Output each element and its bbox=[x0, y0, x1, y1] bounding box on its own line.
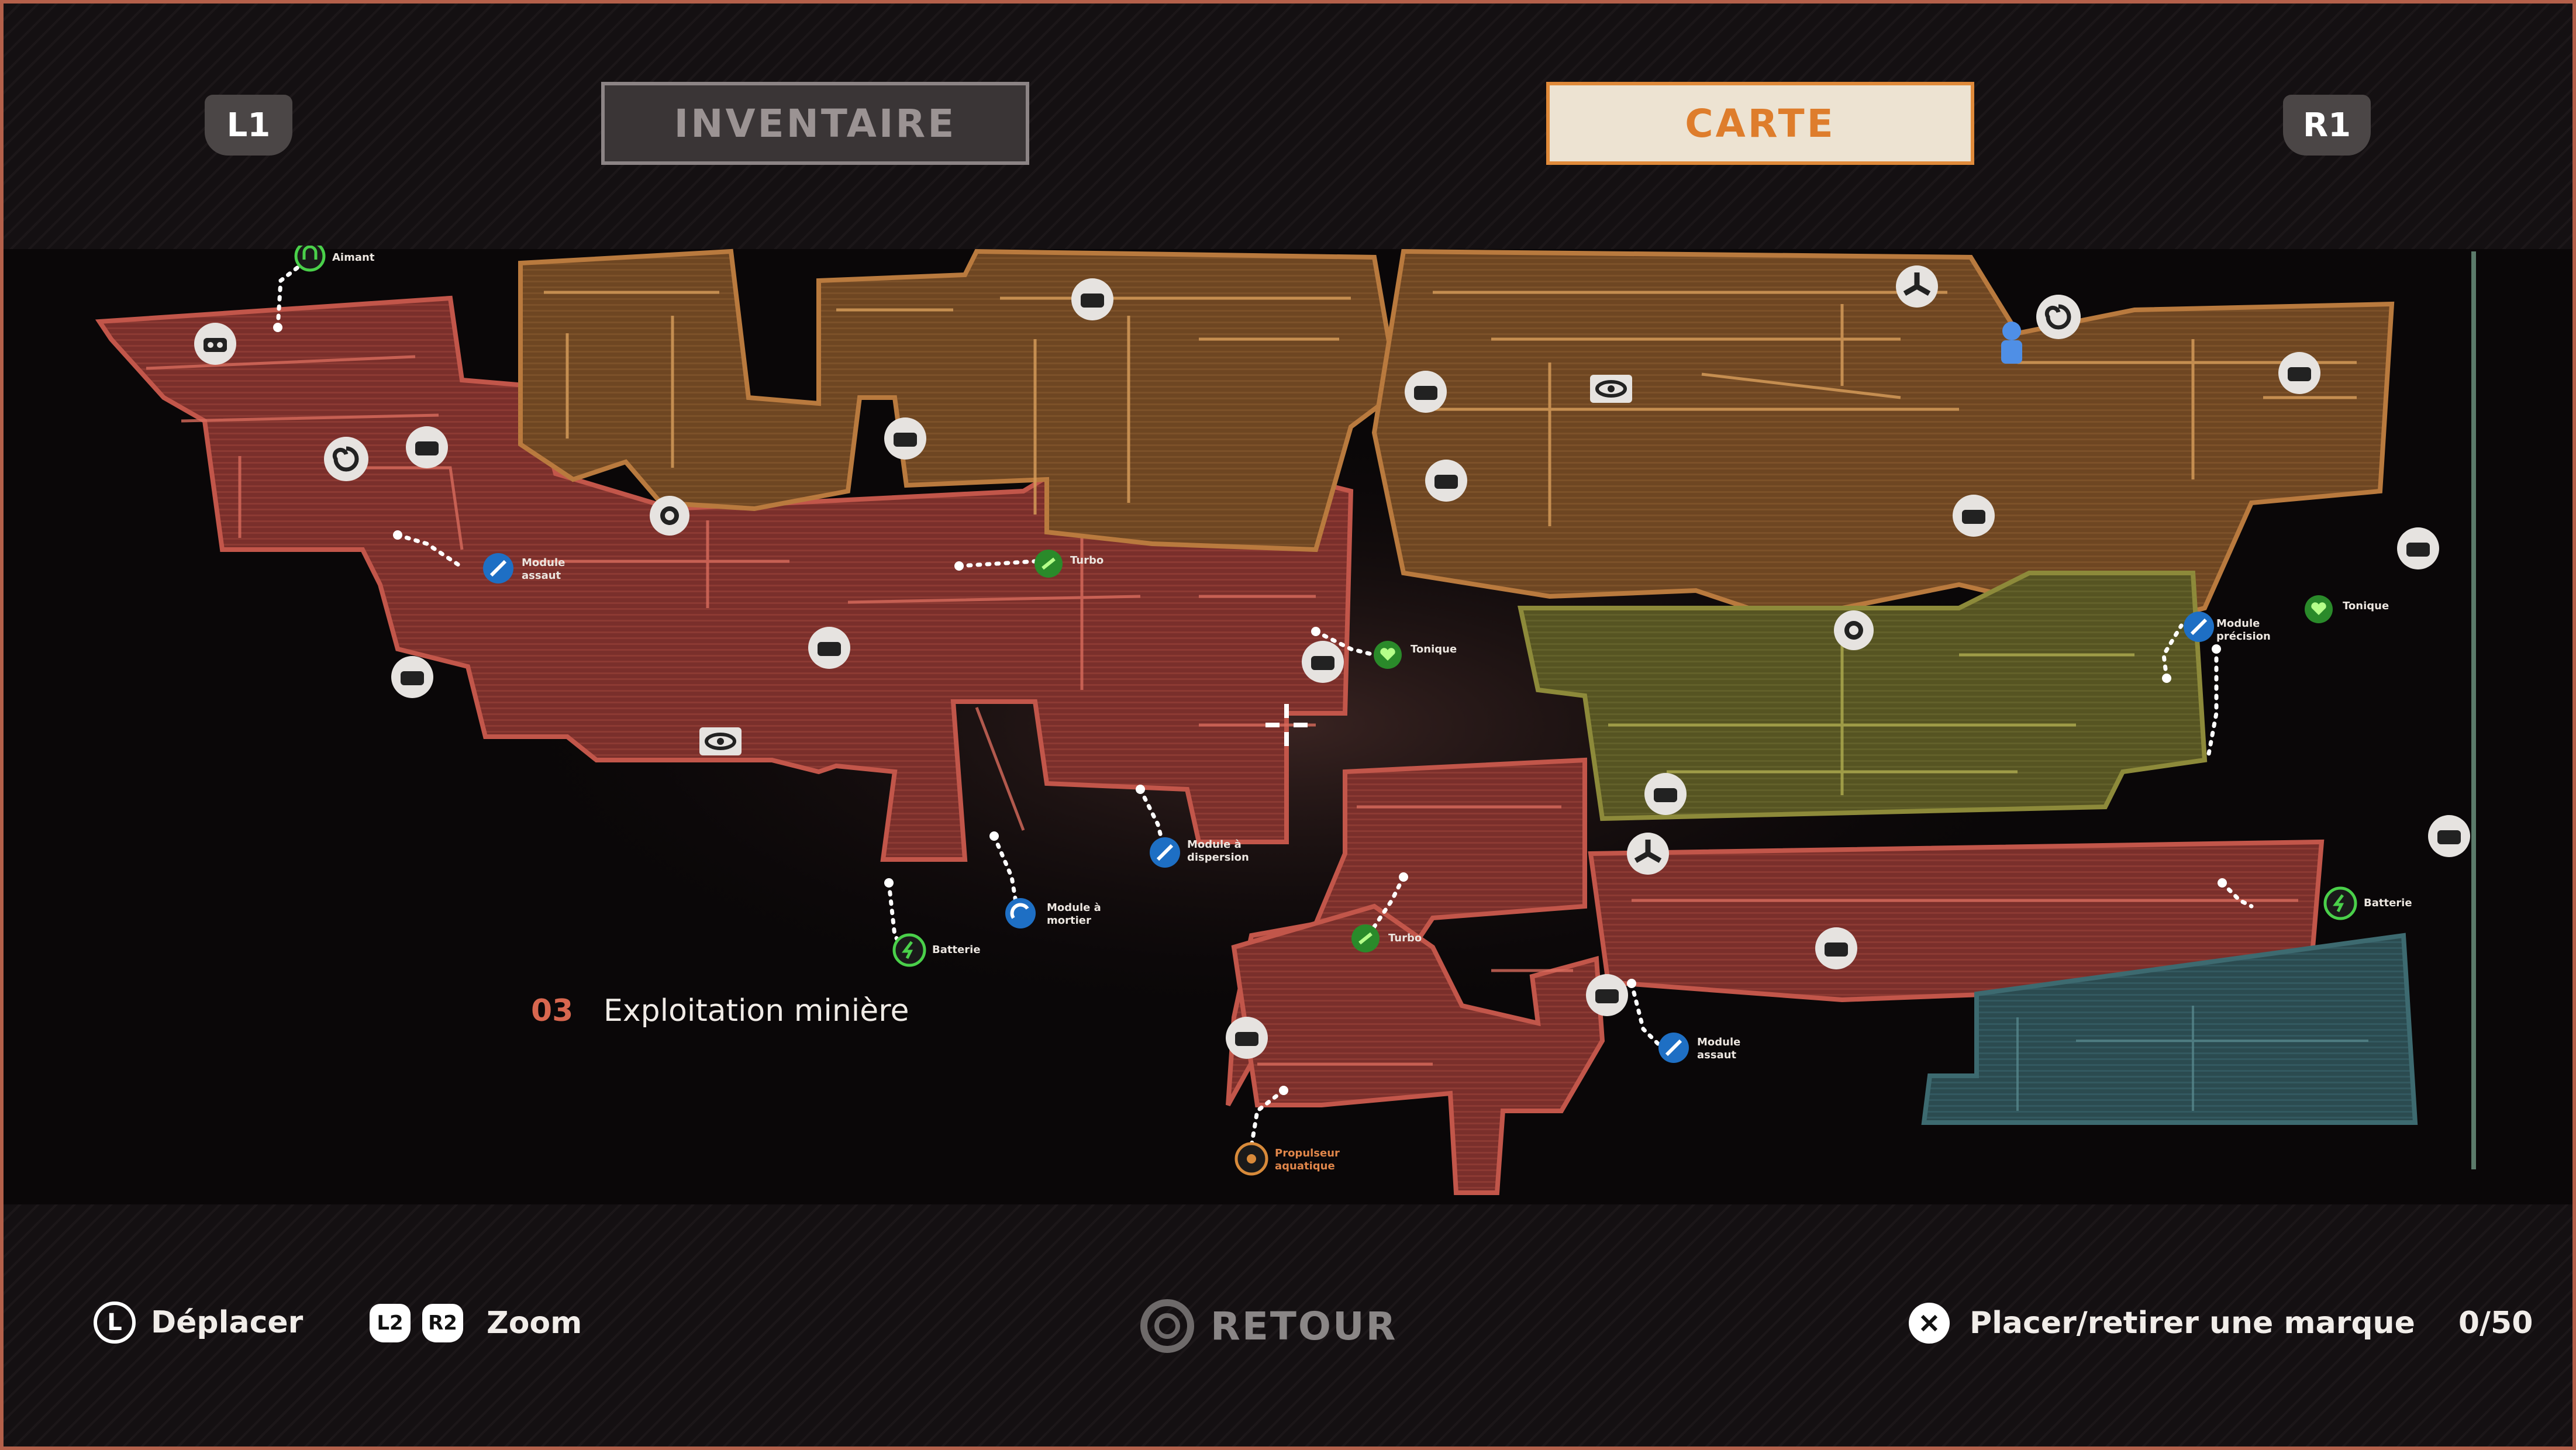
heart-item-icon[interactable] bbox=[1374, 641, 1402, 669]
label-tonique-2: Tonique bbox=[2343, 600, 2389, 612]
station-icon bbox=[391, 656, 433, 698]
label-batterie-1: Batterie bbox=[932, 944, 981, 956]
station-icon bbox=[1586, 974, 1628, 1016]
label-aimant: Aimant bbox=[332, 251, 375, 264]
map-canvas[interactable]: Aimant Module assaut Turbo Tonique Modul… bbox=[88, 246, 2480, 1210]
gear-icon[interactable] bbox=[650, 496, 689, 536]
label-batterie-2: Batterie bbox=[2364, 897, 2412, 909]
station-icon bbox=[1405, 371, 1447, 413]
station-icon bbox=[808, 627, 850, 669]
station-icon bbox=[406, 426, 448, 468]
r2-icon: R2 bbox=[422, 1304, 463, 1342]
label-module-assaut-1b: assaut bbox=[522, 569, 561, 582]
move-control: L Déplacer bbox=[94, 1301, 303, 1344]
label-module-assaut-2a: Module bbox=[1697, 1036, 1740, 1048]
zone-teal bbox=[1921, 933, 2418, 1125]
label-tonique-1: Tonique bbox=[1411, 643, 1457, 655]
station-icon bbox=[1425, 460, 1467, 502]
label-module-assaut-2b: assaut bbox=[1697, 1049, 1737, 1061]
station-icon bbox=[1071, 278, 1113, 320]
module-item-icon[interactable] bbox=[483, 553, 513, 584]
label-module-mortier-a: Module à bbox=[1047, 902, 1101, 914]
cross-button-icon bbox=[1909, 1303, 1950, 1344]
station-icon bbox=[884, 417, 926, 460]
station-icon bbox=[1815, 927, 1857, 969]
save-station-icons[interactable] bbox=[194, 278, 2470, 1059]
station-icon bbox=[1644, 773, 1687, 815]
region-number: 03 bbox=[531, 993, 573, 1028]
label-propulseur-b: aquatique bbox=[1275, 1160, 1335, 1172]
battery-item-icon[interactable] bbox=[892, 933, 926, 967]
pickup-dots bbox=[273, 323, 2227, 1095]
mortar-item-icon[interactable] bbox=[1005, 898, 1036, 928]
label-propulseur-a: Propulseur bbox=[1275, 1147, 1340, 1159]
turbo-item-icon[interactable] bbox=[1034, 550, 1063, 578]
zoom-control: L2 R2 Zoom bbox=[370, 1304, 582, 1342]
back-button[interactable]: RETOUR bbox=[1140, 1299, 1397, 1353]
turbo-item-icon[interactable] bbox=[1351, 924, 1380, 952]
label-module-assaut-1a: Module bbox=[522, 557, 565, 569]
gear-icon[interactable] bbox=[1834, 610, 1874, 650]
water-propulsor-item-icon[interactable] bbox=[1234, 1142, 1268, 1176]
zoom-label: Zoom bbox=[487, 1306, 582, 1341]
marker-label: Placer/retirer une marque bbox=[1970, 1306, 2415, 1341]
label-turbo-1: Turbo bbox=[1070, 554, 1103, 567]
r1-button[interactable]: R1 bbox=[2283, 95, 2371, 156]
cursor-crosshair-icon bbox=[1265, 704, 1308, 746]
l2-icon: L2 bbox=[370, 1304, 411, 1342]
station-icon bbox=[2278, 352, 2320, 394]
station-icon bbox=[194, 323, 236, 365]
zone-red-detail bbox=[146, 355, 2298, 1066]
zone-teal-detail bbox=[2016, 1006, 2368, 1111]
zone-olive bbox=[1518, 571, 2208, 821]
region-name: Exploitation minière bbox=[604, 993, 909, 1028]
label-module-dispersion-a: Module à bbox=[1187, 838, 1242, 851]
left-stick-icon: L bbox=[94, 1301, 136, 1344]
eye-icon[interactable] bbox=[699, 727, 742, 755]
label-module-dispersion-b: dispersion bbox=[1187, 851, 1249, 864]
eye-icon[interactable] bbox=[1590, 375, 1632, 403]
fan-icon[interactable] bbox=[1627, 833, 1669, 875]
marker-control[interactable]: Placer/retirer une marque 0/50 bbox=[1909, 1303, 2533, 1344]
station-icon bbox=[1226, 1017, 1268, 1059]
header-background bbox=[4, 4, 2572, 249]
fan-icon[interactable] bbox=[1896, 265, 1938, 308]
heart-item-icon[interactable] bbox=[2305, 595, 2333, 623]
station-icon bbox=[1302, 641, 1344, 683]
tab-inventaire[interactable]: INVENTAIRE bbox=[601, 82, 1029, 165]
station-icon bbox=[2428, 815, 2470, 857]
spiral-icon[interactable] bbox=[2036, 295, 2081, 339]
marker-count: 0/50 bbox=[2458, 1306, 2533, 1341]
module-item-icon[interactable] bbox=[2184, 612, 2214, 642]
circle-button-icon bbox=[1140, 1299, 1194, 1353]
zone-orange-detail bbox=[544, 291, 2357, 526]
back-label: RETOUR bbox=[1211, 1303, 1398, 1349]
player-marker-icon bbox=[2001, 322, 2022, 364]
label-module-precision-b: précision bbox=[2216, 630, 2271, 643]
label-turbo-2: Turbo bbox=[1388, 932, 1422, 944]
magnet-item-icon[interactable] bbox=[294, 246, 326, 272]
module-item-icon[interactable] bbox=[1658, 1033, 1689, 1063]
label-module-mortier-b: mortier bbox=[1047, 914, 1091, 927]
station-icon bbox=[1953, 495, 1995, 537]
zone-olive-detail bbox=[1608, 631, 2134, 795]
tab-carte[interactable]: CARTE bbox=[1546, 82, 1974, 165]
label-module-precision-a: Module bbox=[2216, 617, 2260, 630]
station-icon bbox=[2397, 527, 2439, 569]
module-item-icon[interactable] bbox=[1150, 837, 1180, 868]
battery-item-icon[interactable] bbox=[2323, 886, 2357, 920]
move-label: Déplacer bbox=[151, 1305, 304, 1340]
spiral-icon[interactable] bbox=[324, 437, 368, 481]
l1-button[interactable]: L1 bbox=[205, 95, 292, 156]
